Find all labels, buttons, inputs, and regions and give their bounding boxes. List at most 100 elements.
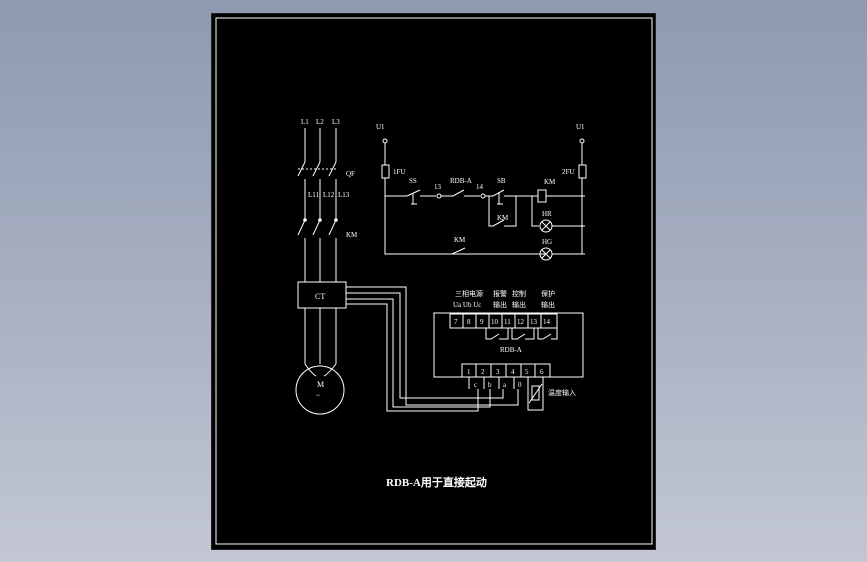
group-label-control: 控制 xyxy=(512,289,526,298)
ct-mark-0: 0 xyxy=(518,381,522,389)
ct-mark-b: b xyxy=(488,381,492,389)
drawing-sheet: L1 L2 L3 QF L11 L12 L13 KM CT M ~ xyxy=(211,13,656,550)
group-label-alarm: 报警 xyxy=(493,289,507,298)
sensor-loop xyxy=(527,377,544,411)
ct-wire-a xyxy=(346,298,491,408)
fuse-2fu xyxy=(578,164,587,179)
thermistor xyxy=(531,385,540,401)
node-14-terminal xyxy=(480,193,486,199)
terminal-10: 10 xyxy=(491,318,499,326)
node-13-label: 13 xyxy=(434,183,442,191)
protect-relay-contact xyxy=(537,328,558,340)
group-sub-alarm: 输出 xyxy=(493,300,507,309)
supply-left-terminal xyxy=(382,138,388,144)
node-14-label: 14 xyxy=(476,183,484,191)
motor-symbol xyxy=(295,365,345,415)
terminal-14: 14 xyxy=(543,318,551,326)
ct-wire-0 xyxy=(346,303,479,412)
terminal-1: 1 xyxy=(467,368,471,376)
supply-right-label: U1 xyxy=(576,123,585,131)
node-13-terminal xyxy=(436,193,442,199)
fuse-1fu-label: 1FU xyxy=(393,168,405,176)
phase-label-l1: L1 xyxy=(301,118,309,126)
stop-button-contact xyxy=(406,189,436,197)
contactor-coil xyxy=(537,189,547,203)
ct-terminal-leads xyxy=(468,377,515,389)
terminal-9: 9 xyxy=(480,318,484,326)
ct-label: CT xyxy=(315,292,325,301)
terminal-3: 3 xyxy=(496,368,500,376)
alarm-relay-contact xyxy=(485,328,509,340)
group-label-protect: 保护 xyxy=(541,289,555,298)
lamp-hr-label: HR xyxy=(542,210,552,218)
ct-wire-c xyxy=(346,286,519,406)
breaker-label: QF xyxy=(346,170,355,178)
sheet-border xyxy=(215,17,653,545)
wiring-diagram: L1 L2 L3 QF L11 L12 L13 KM CT M ~ xyxy=(215,17,653,545)
terminal-6: 6 xyxy=(540,368,544,376)
terminal-11: 11 xyxy=(504,318,511,326)
phase-conductors-low xyxy=(304,238,337,282)
stop-button-actuator xyxy=(411,193,417,205)
group-label-supply: 三相电源 xyxy=(455,289,483,298)
lamp-hr-wire xyxy=(531,196,539,227)
start-button-contact xyxy=(485,189,538,197)
bottom-terminal-dividers xyxy=(475,364,536,377)
terminal-4: 4 xyxy=(511,368,515,376)
power-circuit: L1 L2 L3 QF L11 L12 L13 KM CT M ~ xyxy=(295,118,519,415)
terminal-12: 12 xyxy=(517,318,525,326)
ct-mark-a: a xyxy=(503,381,507,389)
control-relay-contact xyxy=(511,328,535,340)
rdb-a-module: 三相电源 报警 控制 保护 Ua Ub Uc 输出 输出 输出 7 8 9 10… xyxy=(433,289,584,411)
lamp-hr-cross xyxy=(541,221,551,231)
terminal-7: 7 xyxy=(454,318,458,326)
contactor-coil-label: KM xyxy=(544,178,556,186)
thermistor-arrow xyxy=(528,383,543,404)
motor-leads xyxy=(304,363,337,377)
supply-left-label: U1 xyxy=(376,123,385,131)
module-name: RDB-A xyxy=(500,346,522,354)
stop-button-label: SS xyxy=(409,177,417,185)
group-sub-supply: Ua Ub Uc xyxy=(453,301,481,309)
contactor-contacts xyxy=(297,219,337,236)
pole-label-l11: L11 xyxy=(308,191,320,199)
relay-contact-label: RDB-A xyxy=(450,177,472,185)
phase-label-l3: L3 xyxy=(332,118,340,126)
aux-contact-label: KM xyxy=(454,236,466,244)
aux-contact xyxy=(385,247,539,255)
phase-conductors-mid xyxy=(304,179,337,219)
relay-contact xyxy=(441,189,480,197)
motor-feeders xyxy=(304,308,337,364)
supply-right-terminal xyxy=(579,138,585,144)
motor-label: M xyxy=(317,380,324,389)
group-sub-control: 输出 xyxy=(512,300,526,309)
start-button-actuator xyxy=(497,193,503,205)
lamp-hg-cross xyxy=(541,249,551,259)
phase-label-l2: L2 xyxy=(316,118,324,126)
terminal-5: 5 xyxy=(525,368,529,376)
pole-label-l13: L13 xyxy=(338,191,350,199)
breaker-contacts xyxy=(297,161,337,177)
top-terminal-strip xyxy=(449,313,558,329)
right-rail xyxy=(581,178,585,255)
control-circuit: U1 1FU SS 13 RDB-A 14 SB KM KM HR xyxy=(376,123,587,261)
ct-wire-b xyxy=(346,292,504,399)
terminal-2: 2 xyxy=(481,368,485,376)
motor-ac-symbol: ~ xyxy=(316,392,320,400)
top-terminal-dividers xyxy=(462,314,542,328)
hold-contact-label: KM xyxy=(497,214,509,222)
terminal-8: 8 xyxy=(467,318,471,326)
fuse-2fu-label: 2FU xyxy=(562,168,574,176)
phase-conductors-top xyxy=(304,128,337,162)
ct-block xyxy=(297,281,347,309)
hold-contact xyxy=(488,196,517,227)
sensor-label: 温度输入 xyxy=(548,388,576,397)
contactor-label: KM xyxy=(346,231,358,239)
terminal-13: 13 xyxy=(530,318,538,326)
lamp-hg-label: HG xyxy=(542,238,552,246)
fuse-1fu xyxy=(381,164,390,179)
ct-mark-c: c xyxy=(474,381,477,389)
start-button-label: SB xyxy=(497,177,506,185)
group-sub-protect: 输出 xyxy=(541,300,555,309)
pole-label-l12: L12 xyxy=(323,191,335,199)
